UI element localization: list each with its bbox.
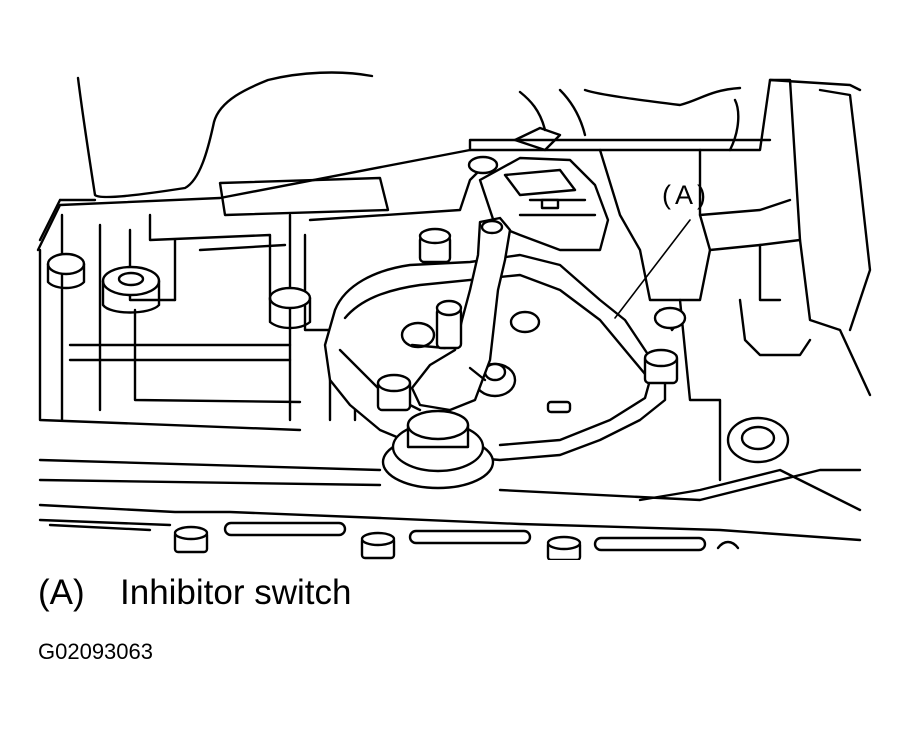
oil-pan-flange	[38, 458, 862, 502]
casting-ridge	[468, 138, 772, 152]
pan-bolt-1	[173, 525, 209, 554]
inhibitor-switch-illustration	[36, 71, 872, 560]
wiring-harness	[518, 88, 587, 137]
legend-text: Inhibitor switch	[120, 573, 352, 612]
manual-lever-arm	[410, 216, 512, 412]
pan-bolt-2	[360, 531, 396, 560]
housing-edge	[38, 198, 97, 242]
figure-code: G02093063	[38, 639, 153, 664]
case-boss-right	[726, 416, 790, 464]
legend-key: (A)	[38, 573, 85, 612]
casting-post-right	[653, 306, 687, 330]
mounting-bolt-upper-left	[418, 227, 452, 264]
transmission-housing	[76, 71, 374, 199]
manual-shaft	[435, 299, 463, 350]
mounting-bolt-right	[643, 348, 679, 385]
casting-post-top	[467, 155, 499, 175]
legend: (A) Inhibitor switch	[38, 575, 351, 610]
casting-post-boss	[101, 265, 161, 314]
callout-label-a: (A)	[662, 180, 710, 210]
casting-post-mid	[268, 286, 312, 330]
mounting-bolt-lower-left	[376, 373, 412, 412]
callout-leader-line	[614, 219, 691, 319]
pan-bolt-3	[546, 535, 582, 560]
casting-post-left	[46, 252, 86, 290]
lever-hub-nut	[381, 409, 495, 490]
valve-body-outline	[36, 78, 862, 252]
valve-body-top-edge	[218, 176, 390, 217]
